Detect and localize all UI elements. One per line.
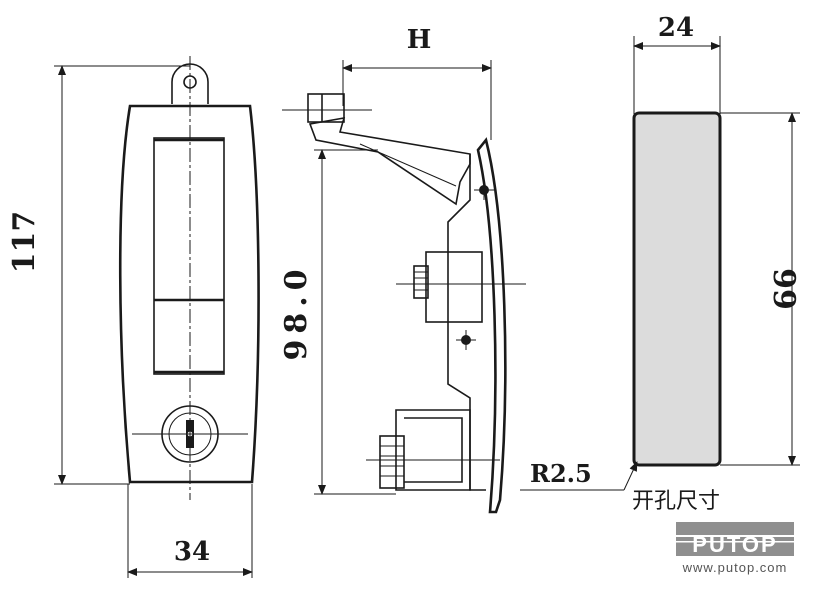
brand-watermark: PUTOP www.putop.com [676,522,794,575]
side-view: H [279,25,526,514]
hinge-pin [282,93,372,123]
cam-block [396,251,526,323]
brand-url: www.putop.com [682,560,788,575]
dim-height-total: 117 [7,211,42,274]
dim-height-side: 98.0 [279,263,314,360]
front-body-outline [118,104,260,484]
handle-recess [153,137,225,375]
dim-cutout-width: 24 [658,13,694,43]
dim-width-front: 34 [174,537,210,567]
rivet-mid [456,330,476,350]
front-view: 117 34 [7,56,260,578]
cutout-rect [632,111,722,467]
front-cover [476,137,507,514]
dim-depth-label: H [407,25,432,55]
brand-logo-text: PUTOP [692,532,777,557]
dim-radius: R2.5 [530,459,592,488]
dim-cutout-height: 99 [766,268,801,310]
lever-arm [308,116,471,206]
lock-cylinder [366,409,500,491]
cutout-view: 24 99 R2.5 开孔尺寸 [520,13,801,514]
rivet-top [474,180,494,200]
cutout-caption: 开孔尺寸 [632,489,720,514]
